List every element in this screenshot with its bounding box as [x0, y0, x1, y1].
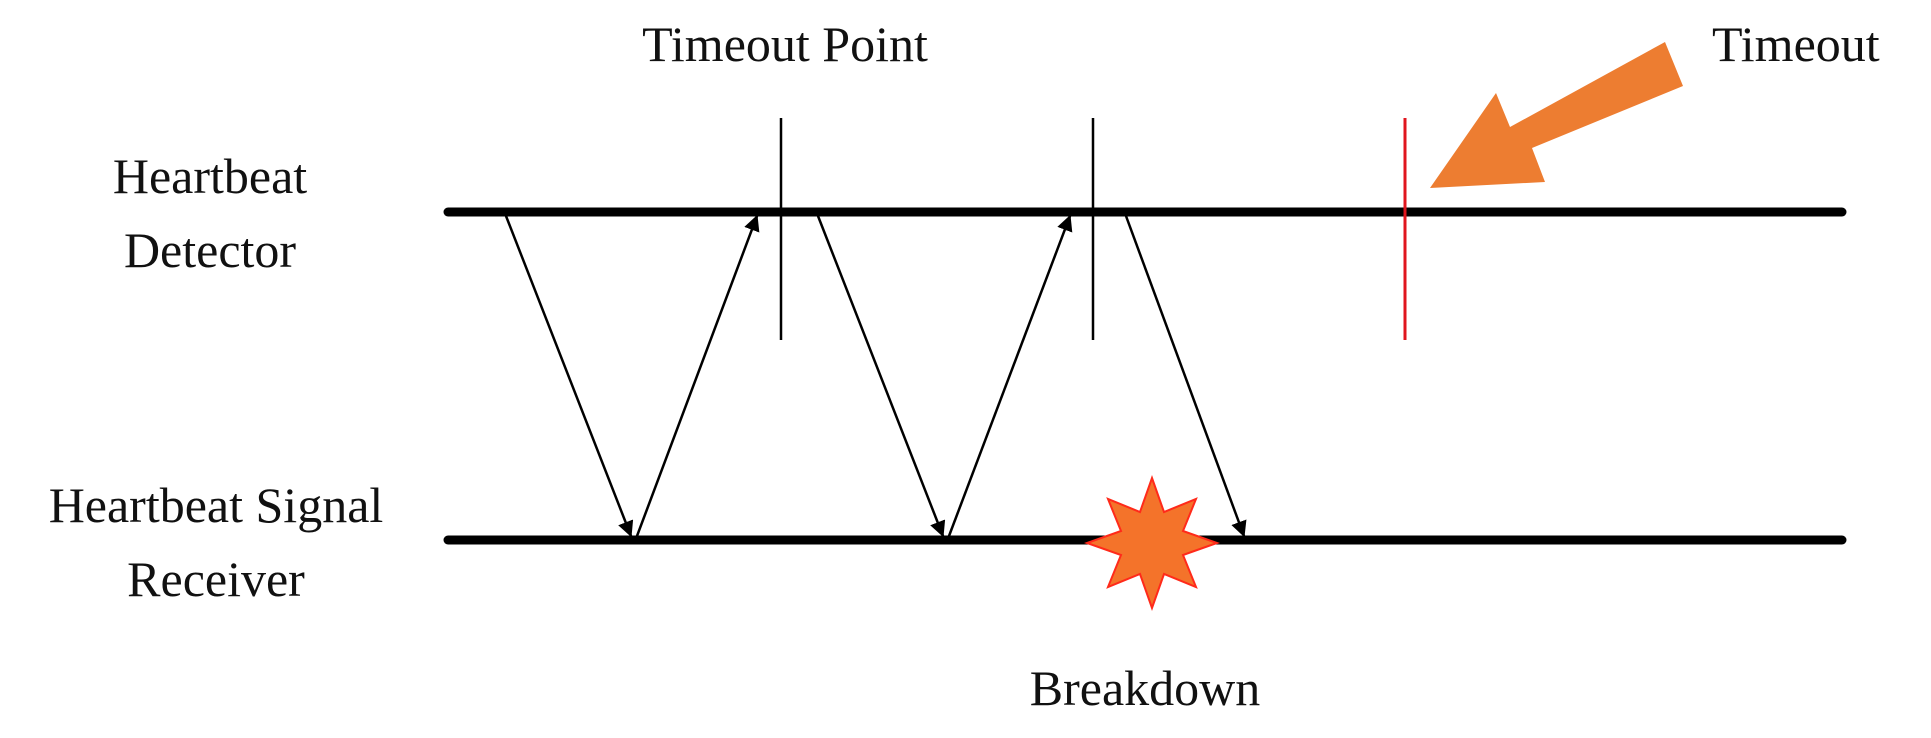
receiver-label-line1: Heartbeat Signal: [48, 477, 384, 533]
timeout-point-label: Timeout Point: [642, 16, 928, 72]
breakdown-label: Breakdown: [1029, 660, 1261, 716]
heartbeat-arrow-1-down: [504, 215, 634, 538]
detector-label-line1: Heartbeat: [112, 148, 308, 204]
receiver-label-line2: Receiver: [127, 551, 305, 607]
starburst-icon: [1083, 474, 1221, 612]
timeout-label: Timeout: [1712, 16, 1880, 72]
heartbeat-arrow-3-down: [1124, 215, 1247, 538]
heartbeat-arrow-1-up: [635, 214, 760, 537]
heartbeat-arrow-2-down: [816, 215, 946, 538]
big-arrow-icon: [1430, 42, 1683, 188]
heartbeat-arrow-2-up: [947, 214, 1073, 537]
detector-label-line2: Detector: [123, 222, 297, 278]
